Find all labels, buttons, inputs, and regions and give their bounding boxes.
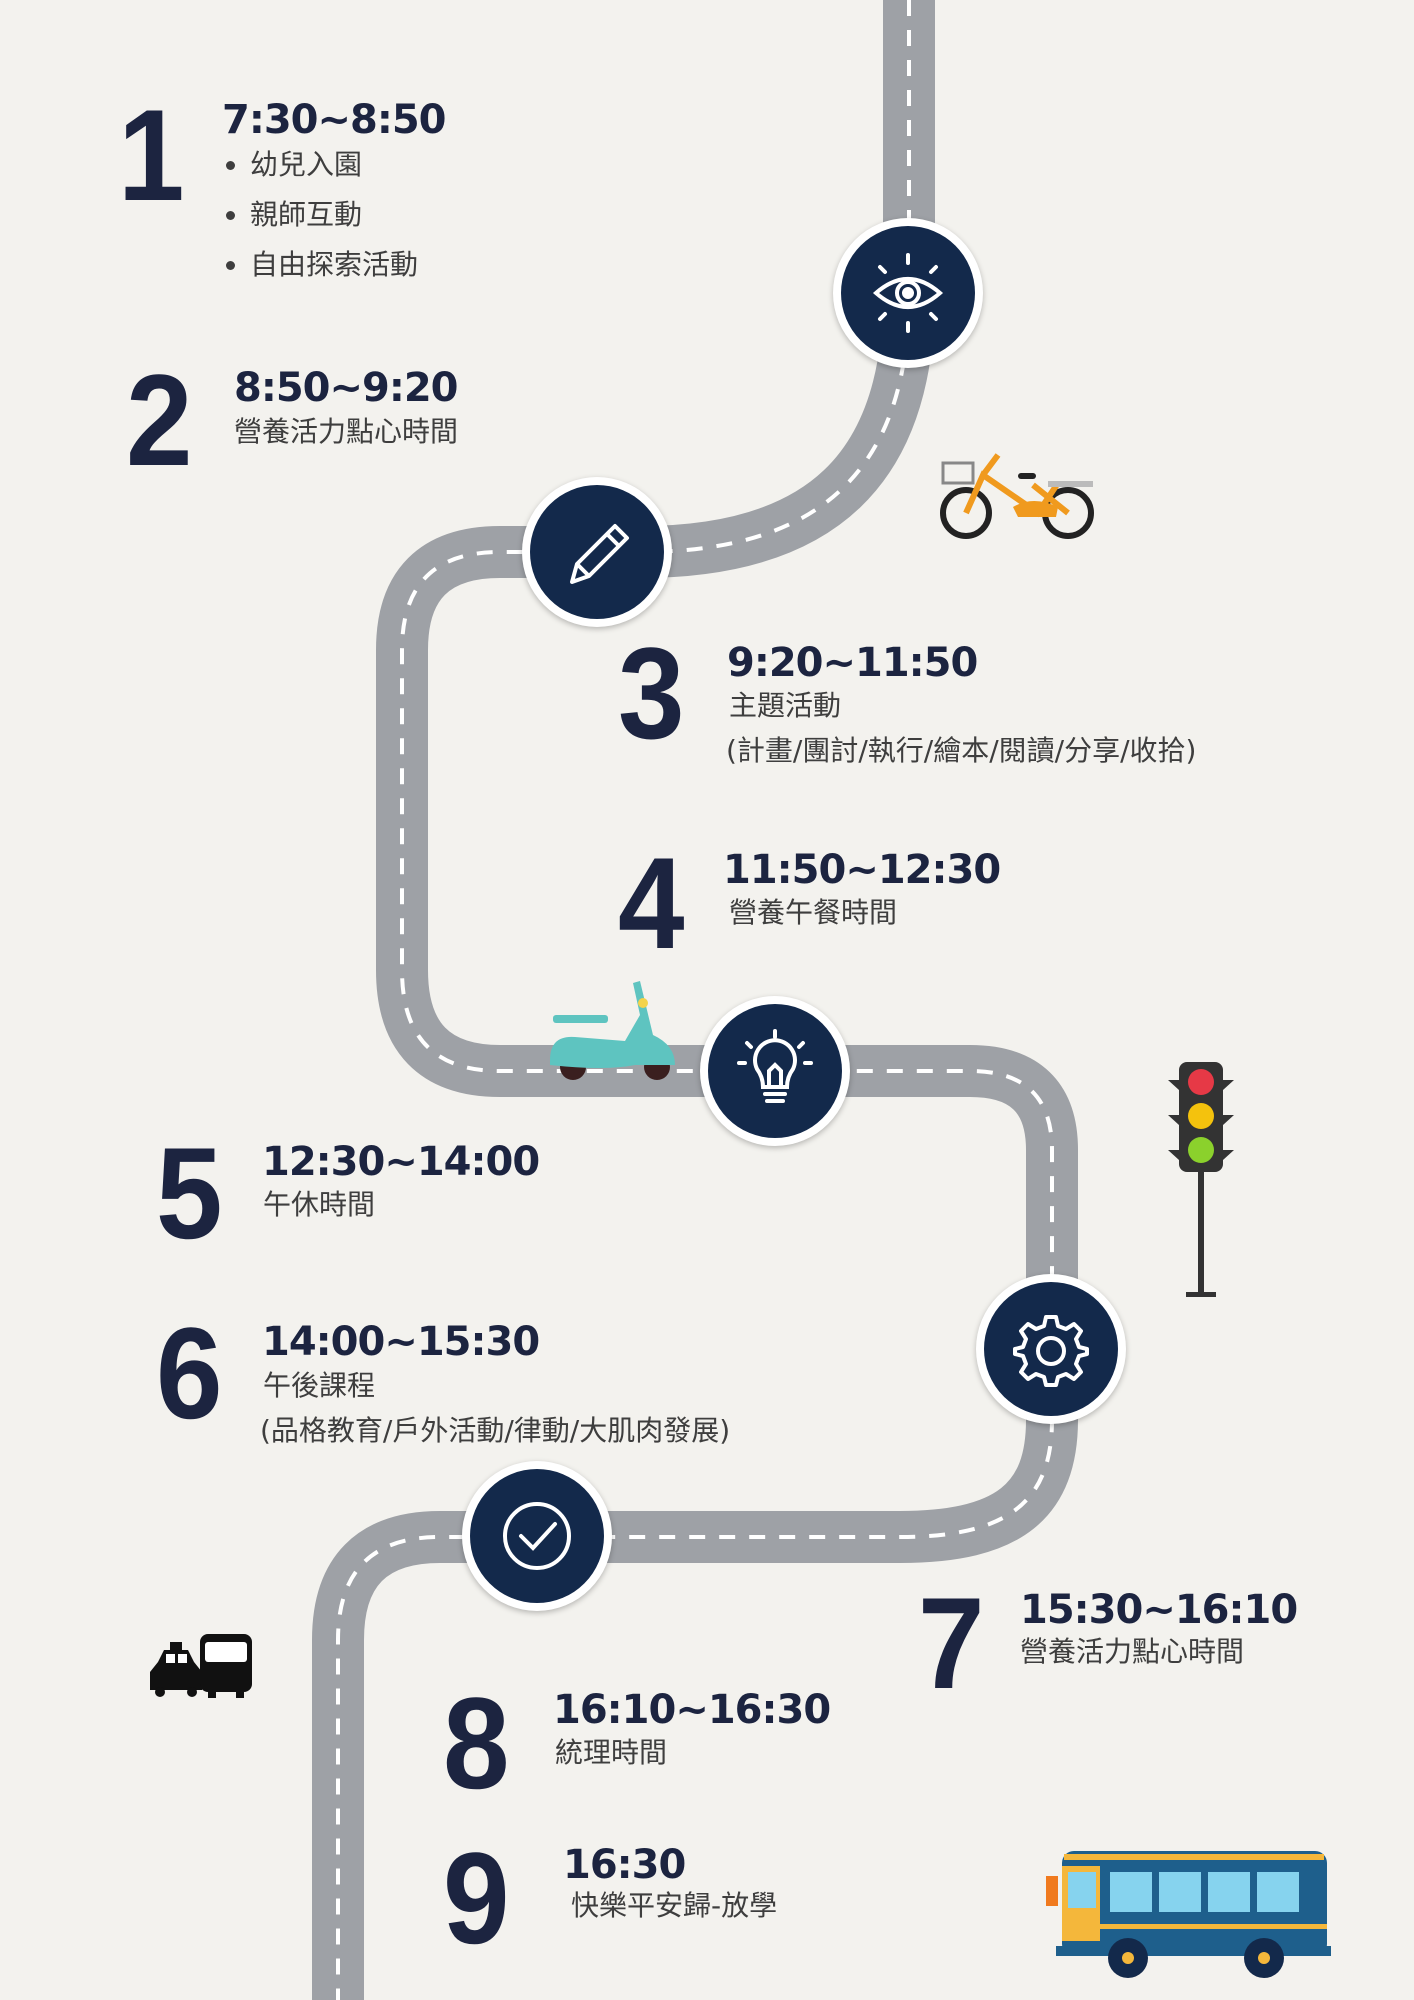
node-check xyxy=(462,1461,612,1611)
step-desc: 營養活力點心時間 xyxy=(1020,1635,1245,1668)
step-desc: 營養活力點心時間 xyxy=(234,415,459,448)
node-eye xyxy=(833,218,983,368)
step-desc: 午休時間 xyxy=(263,1188,376,1221)
list-item: 自由探索活動 xyxy=(250,240,418,290)
pencil-icon xyxy=(570,524,629,584)
step-time: 8:50~9:20 xyxy=(234,365,458,411)
step-time: 14:00~15:30 xyxy=(262,1319,540,1365)
step-detail: (品格教育/戶外活動/律動/大肌肉發展) xyxy=(260,1414,731,1447)
step-number: 2 xyxy=(126,347,193,493)
bicycle-icon xyxy=(940,453,1094,539)
step-time: 11:50~12:30 xyxy=(723,847,1001,893)
step-time: 16:30 xyxy=(563,1842,686,1888)
gear-icon xyxy=(1013,1315,1089,1387)
step-desc: 午後課程 xyxy=(263,1369,376,1402)
step-number: 3 xyxy=(618,620,685,766)
list-item: 幼兒入園 xyxy=(250,140,418,190)
list-item: 親師互動 xyxy=(250,190,418,240)
step-items: 幼兒入園 親師互動 自由探索活動 xyxy=(220,140,418,290)
step-detail: (計畫/團討/執行/繪本/閱讀/分享/收拾) xyxy=(726,734,1197,767)
step-number: 1 xyxy=(118,82,185,228)
step-desc: 統理時間 xyxy=(555,1736,668,1769)
eye-icon xyxy=(872,253,944,333)
step-number: 4 xyxy=(618,830,685,976)
lightbulb-icon xyxy=(737,1029,813,1103)
step-desc: 營養午餐時間 xyxy=(729,896,898,929)
node-pencil xyxy=(522,477,672,627)
scooter-icon xyxy=(550,981,675,1080)
traffic-light-icon xyxy=(1168,1062,1234,1297)
check-icon xyxy=(503,1502,571,1570)
node-lightbulb xyxy=(700,996,850,1146)
step-time: 16:10~16:30 xyxy=(553,1687,831,1733)
step-number: 7 xyxy=(918,1570,985,1716)
step-desc: 快樂平安歸-放學 xyxy=(571,1889,778,1922)
step-time: 7:30~8:50 xyxy=(222,97,446,143)
step-desc: 主題活動 xyxy=(729,689,842,722)
step-time: 12:30~14:00 xyxy=(262,1139,540,1185)
step-number: 5 xyxy=(156,1120,223,1266)
step-number: 9 xyxy=(443,1825,510,1971)
taxi-bus-icon xyxy=(150,1634,252,1698)
step-time: 9:20~11:50 xyxy=(727,640,978,686)
step-number: 6 xyxy=(156,1300,223,1446)
school-bus-icon xyxy=(1046,1851,1331,1978)
node-gear xyxy=(976,1274,1126,1424)
step-time: 15:30~16:10 xyxy=(1020,1587,1298,1633)
step-number: 8 xyxy=(443,1670,510,1816)
